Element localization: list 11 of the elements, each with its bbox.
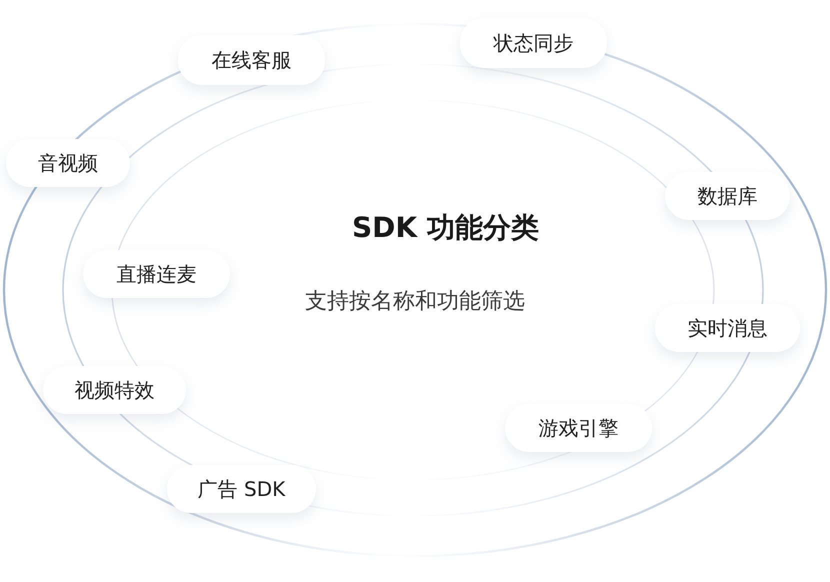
category-tag: 游戏引擎 <box>505 404 652 452</box>
category-tag: 直播连麦 <box>83 250 230 298</box>
category-tag: 视频特效 <box>43 366 186 414</box>
category-tag: 广告 SDK <box>167 465 316 513</box>
title: SDK 功能分类 <box>352 211 539 245</box>
category-tag: 数据库 <box>665 172 790 220</box>
category-tag: 在线客服 <box>178 35 325 85</box>
category-tag: 状态同步 <box>460 18 607 68</box>
category-tag: 音视频 <box>6 139 130 187</box>
category-tag: 实时消息 <box>655 304 800 352</box>
subtitle: 支持按名称和功能筛选 <box>305 288 525 316</box>
